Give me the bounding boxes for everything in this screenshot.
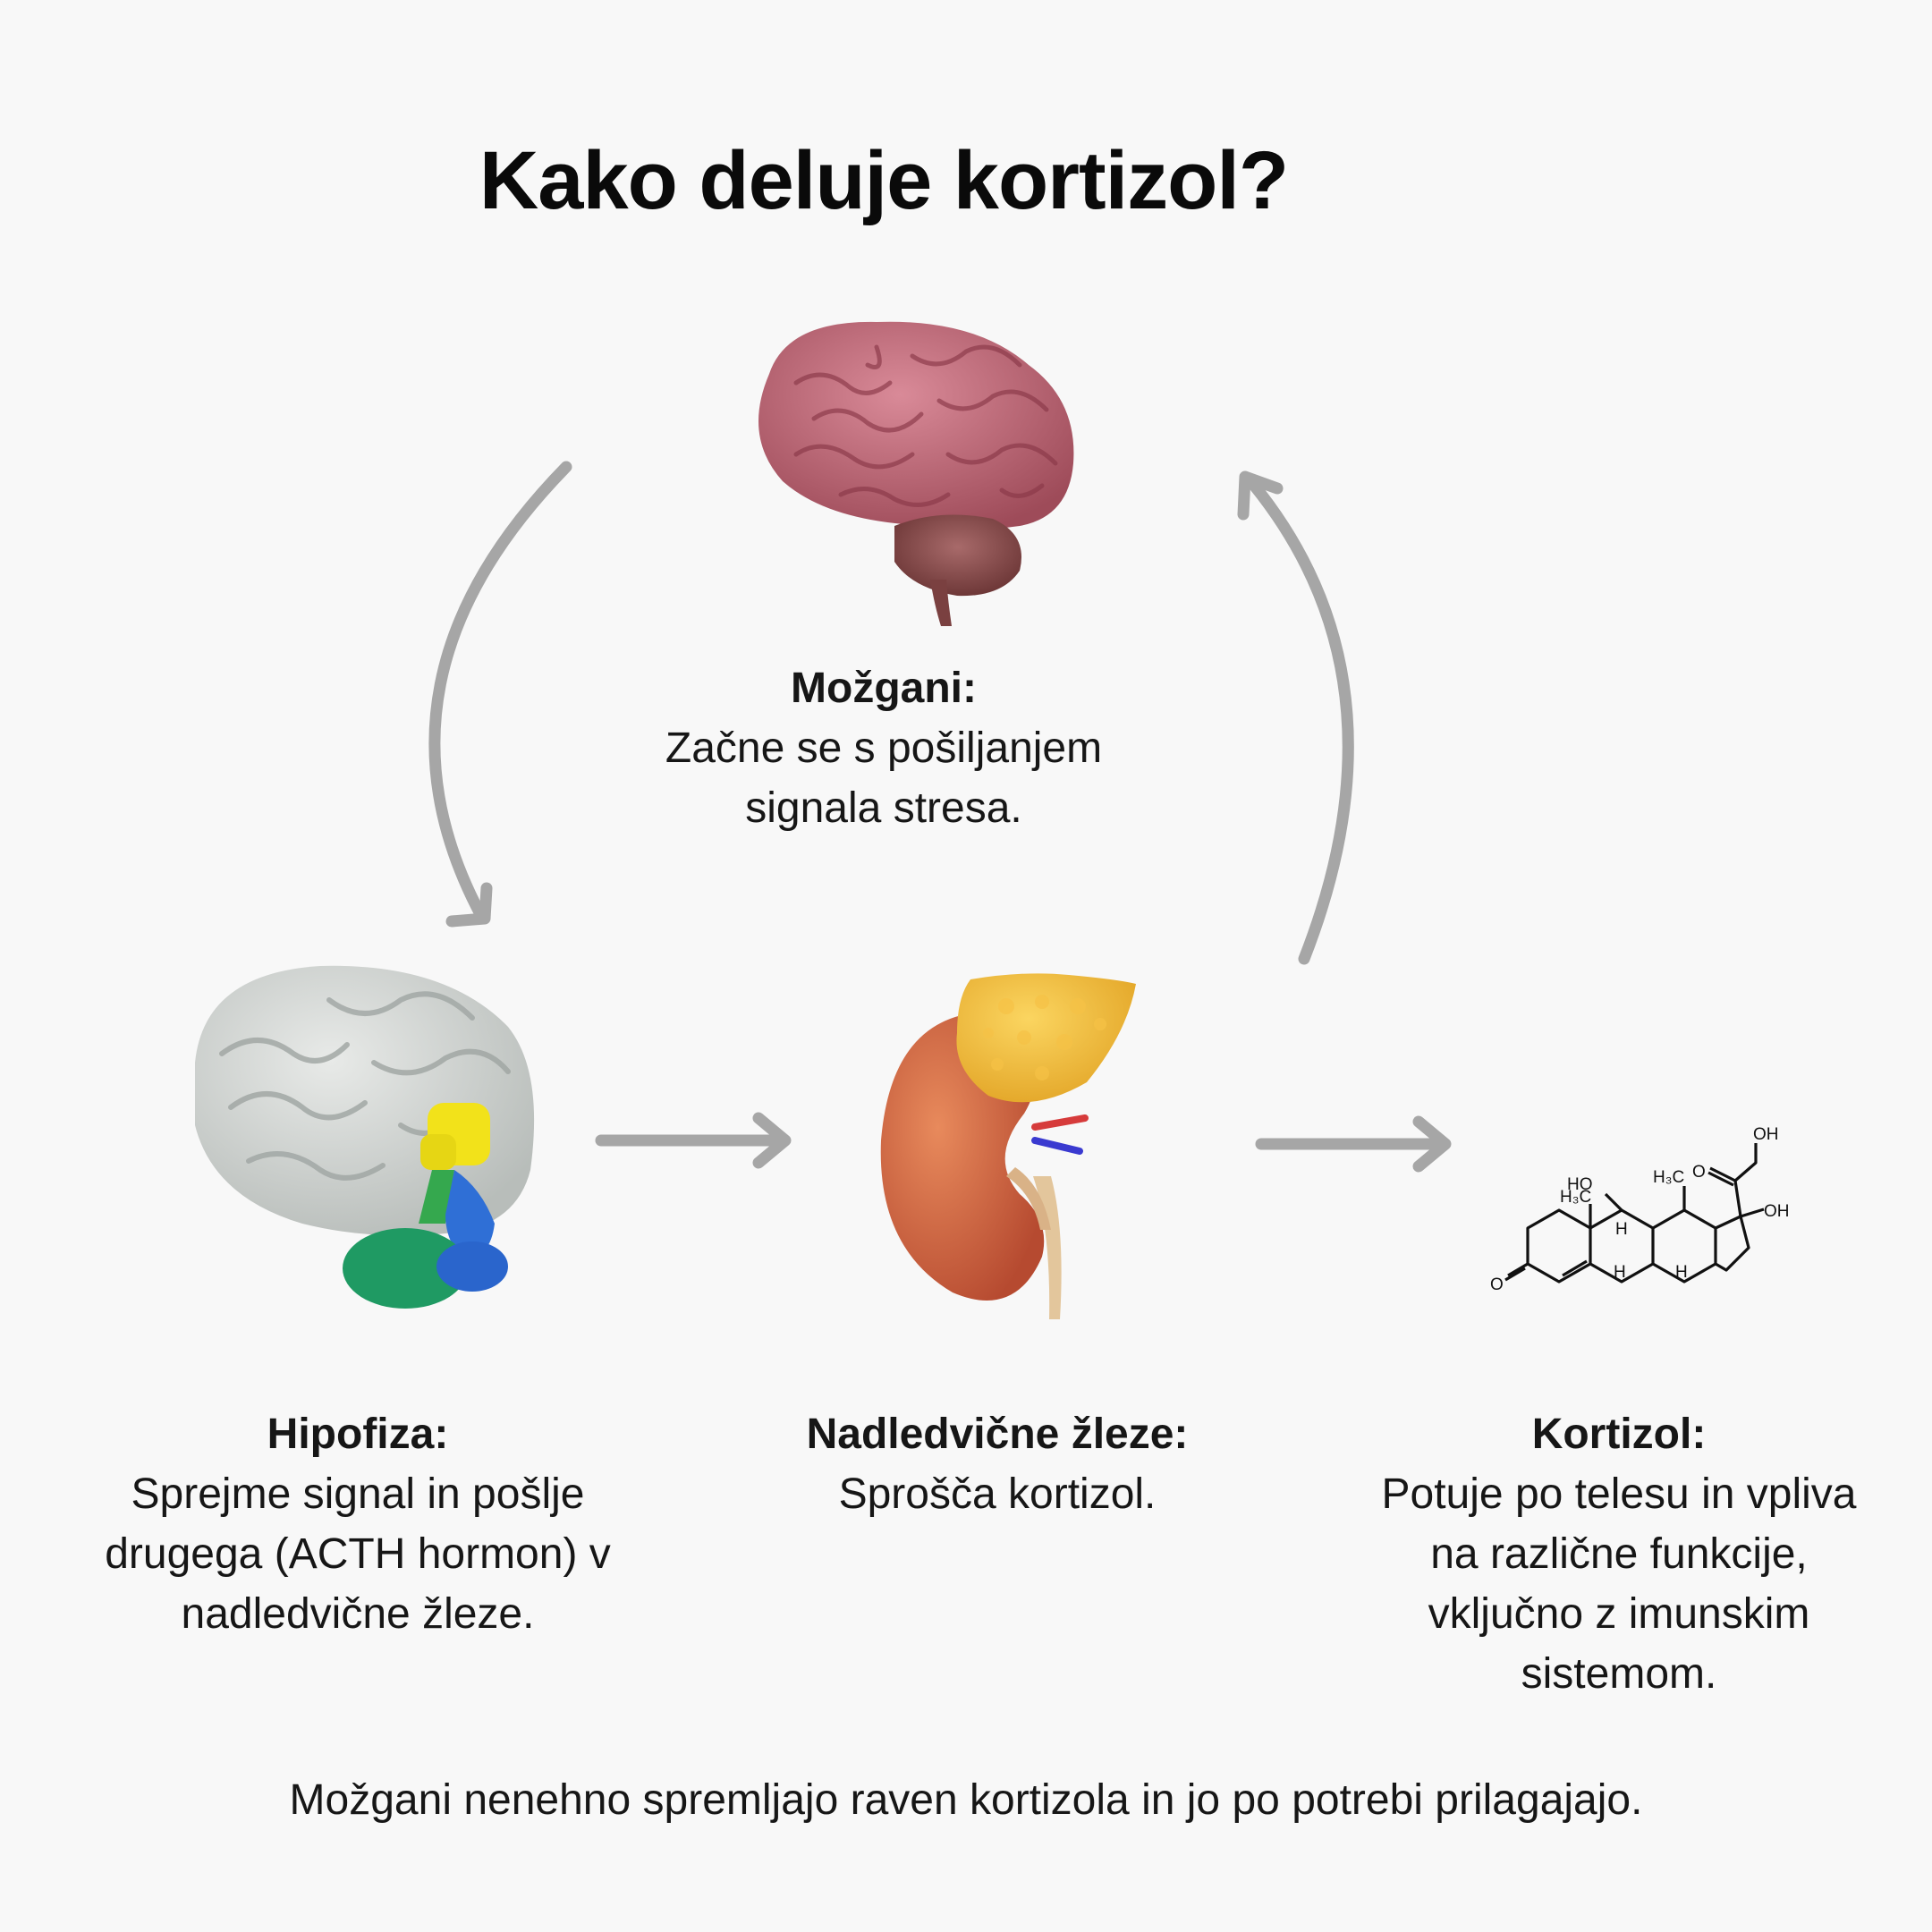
footer-note: Možgani nenehno spremljajo raven kortizo… [289, 1776, 1643, 1824]
node-line: Sprejme signal in pošlje [131, 1470, 585, 1518]
mol-label: H [1614, 1263, 1626, 1282]
mol-label: H₃C [1653, 1168, 1684, 1187]
node-line: nadledvične žleze. [181, 1590, 535, 1638]
node-line: Začne se s pošiljanjem [665, 724, 1103, 772]
mol-label: H [1675, 1263, 1688, 1282]
arrow-adrenal-to-brain-head [1237, 470, 1284, 521]
mol-label: OH [1753, 1125, 1779, 1144]
node-adrenal-text: Nadledvične žleze: Sprošča kortizol. [729, 1404, 1266, 1524]
node-cortisol-text: Kortizol: Potuje po telesu in vpliva na … [1324, 1404, 1914, 1704]
node-line: na različne funkcije, [1430, 1530, 1808, 1578]
node-brain-text: Možgani: Začne se s pošiljanjem signala … [615, 658, 1152, 838]
node-line: drugega (ACTH hormon) v [105, 1530, 611, 1578]
cortisol-molecule: OH O OH HO H₃C H₃C H H H O [1490, 1125, 1790, 1294]
mol-label: H₃C [1560, 1188, 1591, 1207]
node-line: Potuje po telesu in vpliva [1381, 1470, 1857, 1518]
arrow-brain-to-pituitary-head [445, 882, 493, 928]
node-heading: Možgani: [791, 665, 977, 712]
node-line: vključno z imunskim [1428, 1590, 1810, 1638]
mol-label: O [1490, 1275, 1504, 1294]
adrenal-gland-image [880, 973, 1136, 1319]
node-heading: Kortizol: [1531, 1411, 1707, 1458]
mol-label: HO [1567, 1175, 1593, 1194]
pituitary-image [195, 965, 535, 1309]
arrow-adrenal-to-cortisol-head [1412, 1115, 1452, 1173]
node-heading: Hipofiza: [267, 1411, 449, 1458]
mol-label: OH [1764, 1202, 1790, 1221]
brain-image [758, 321, 1074, 626]
node-line: signala stresa. [745, 784, 1022, 832]
node-pituitary-text: Hipofiza: Sprejme signal in pošlje druge… [54, 1404, 662, 1644]
node-line: sistemom. [1521, 1650, 1717, 1698]
node-heading: Nadledvične žleze: [806, 1411, 1189, 1458]
arrow-brain-to-pituitary [428, 461, 572, 919]
node-line: Sprošča kortizol. [838, 1470, 1157, 1518]
arrow-pituitary-to-adrenal-head [752, 1112, 792, 1169]
mol-label: H [1615, 1220, 1628, 1239]
arrow-adrenal-to-brain [1246, 477, 1354, 965]
page-title: Kako deluje kortizol? [479, 135, 1289, 226]
mol-label: O [1692, 1163, 1706, 1182]
